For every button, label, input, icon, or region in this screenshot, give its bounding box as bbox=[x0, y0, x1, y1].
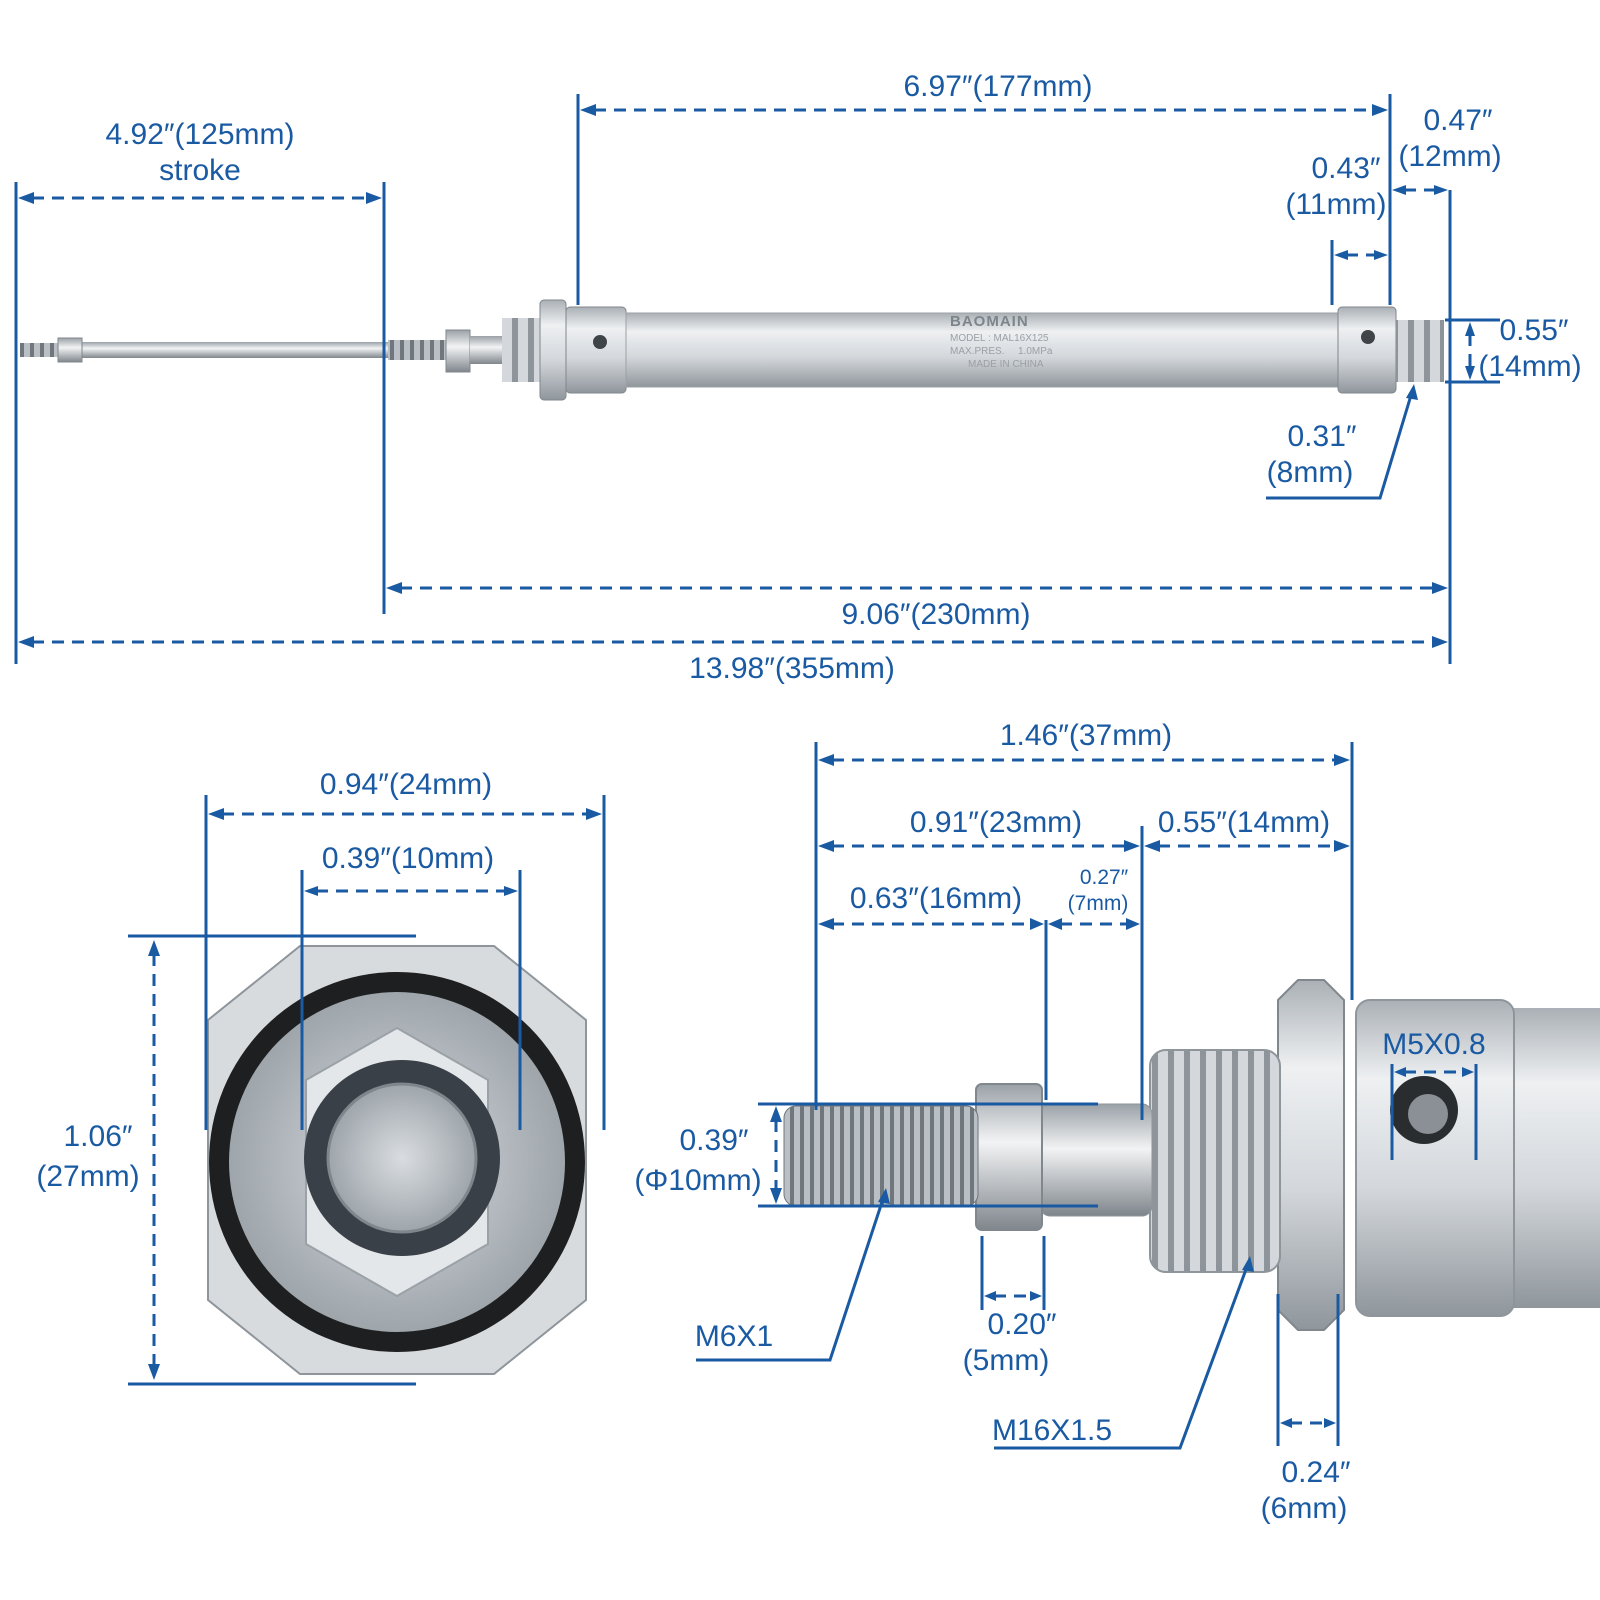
detail-rod-dia-label: 0.39″ bbox=[679, 1124, 748, 1157]
retracted-length-label: 9.06″(230mm) bbox=[841, 598, 1030, 631]
nut-width-label: 0.39″(10mm) bbox=[322, 842, 494, 875]
detail-rod-thread-spec-label: M6X1 bbox=[695, 1320, 773, 1353]
rear-port-hole bbox=[1361, 330, 1375, 344]
rod-neck bbox=[470, 336, 502, 364]
end-view-dimensions bbox=[128, 795, 606, 1386]
detail-rod-thread bbox=[783, 1105, 979, 1207]
stroke-word-label: stroke bbox=[159, 154, 241, 187]
body-length-label: 6.97″(177mm) bbox=[903, 70, 1092, 103]
cylinder-barrel bbox=[625, 312, 1339, 388]
top-view-dimensions bbox=[14, 94, 1500, 664]
front-port-hole bbox=[593, 335, 607, 349]
detail-nut-thickness-label: 0.20″ bbox=[987, 1308, 1056, 1341]
pressure-value-marking: 1.0MPa bbox=[1018, 346, 1053, 357]
detail-total-label: 1.46″(37mm) bbox=[1000, 719, 1172, 752]
detail-mount-nut-mm-label: (6mm) bbox=[1261, 1492, 1348, 1525]
port-offset-mm-label: (8mm) bbox=[1267, 456, 1354, 489]
rear-end-cap bbox=[1337, 306, 1397, 394]
detail-rod-to-thread-label: 0.91″(23mm) bbox=[910, 806, 1082, 839]
brand-marking: BAOMAIN bbox=[950, 313, 1029, 330]
rear-thread-dia-label: 0.55″ bbox=[1499, 314, 1568, 347]
height-label: 1.06″ bbox=[63, 1120, 132, 1153]
detail-rod-thread-label: 0.63″(16mm) bbox=[850, 882, 1022, 915]
detail-port-bore bbox=[1408, 1094, 1448, 1134]
detail-rod-neck-label: 0.27″ bbox=[1080, 866, 1129, 889]
pressure-label-marking: MAX.PRES. bbox=[950, 346, 1004, 357]
rear-thread bbox=[1396, 320, 1444, 382]
detail-mount-thread bbox=[1149, 1049, 1281, 1273]
detail-port-thread-label: M5X0.8 bbox=[1382, 1028, 1485, 1061]
hex-width-label: 0.94″(24mm) bbox=[320, 768, 492, 801]
detail-mount-nut-label: 0.24″ bbox=[1281, 1456, 1350, 1489]
detail-view-dimensions bbox=[696, 742, 1478, 1450]
detail-mount-nut bbox=[1277, 979, 1345, 1331]
front-mount-thread bbox=[502, 318, 542, 382]
piston-rod bbox=[70, 342, 388, 358]
extended-length-label: 13.98″(355mm) bbox=[689, 652, 895, 685]
front-mount-nut bbox=[539, 299, 567, 401]
rear-thread-length-label: 0.47″ bbox=[1423, 104, 1492, 137]
rod-end-face bbox=[326, 1082, 478, 1234]
rear-cap-width-mm-label: (11mm) bbox=[1285, 188, 1386, 221]
detail-mount-thread-spec-label: M16X1.5 bbox=[992, 1414, 1112, 1447]
rod-tip-thread bbox=[20, 343, 60, 357]
rod-tip-nut bbox=[57, 337, 83, 363]
rear-thread-length-mm-label: (12mm) bbox=[1398, 140, 1501, 173]
detail-rod-neck bbox=[1039, 1103, 1153, 1217]
rod-lock-nut bbox=[445, 329, 471, 373]
rear-thread-dia-mm-label: (14mm) bbox=[1478, 350, 1581, 383]
detail-rod-nut bbox=[975, 1083, 1043, 1231]
origin-marking: MADE IN CHINA bbox=[968, 359, 1044, 370]
rear-cap-width-label: 0.43″ bbox=[1311, 152, 1380, 185]
detail-rod-dia-mm-label: (Φ10mm) bbox=[634, 1164, 761, 1197]
front-end-cap bbox=[565, 306, 627, 394]
detail-rod-neck-mm-label: (7mm) bbox=[1068, 892, 1129, 915]
model-marking: MODEL : MAL16X125 bbox=[950, 333, 1049, 344]
port-offset-label: 0.31″ bbox=[1287, 420, 1356, 453]
rod-thread bbox=[388, 340, 448, 360]
detail-nut-thickness-mm-label: (5mm) bbox=[963, 1344, 1050, 1377]
stroke-value-label: 4.92″(125mm) bbox=[105, 118, 294, 151]
cylinder-end-view bbox=[207, 945, 587, 1375]
detail-thread-length-label: 0.55″(14mm) bbox=[1158, 806, 1330, 839]
detail-barrel bbox=[1500, 1008, 1600, 1308]
height-mm-label: (27mm) bbox=[36, 1160, 139, 1193]
cylinder-top-view: BAOMAIN MODEL : MAL16X125 MAX.PRES. 1.0M… bbox=[20, 299, 1444, 401]
